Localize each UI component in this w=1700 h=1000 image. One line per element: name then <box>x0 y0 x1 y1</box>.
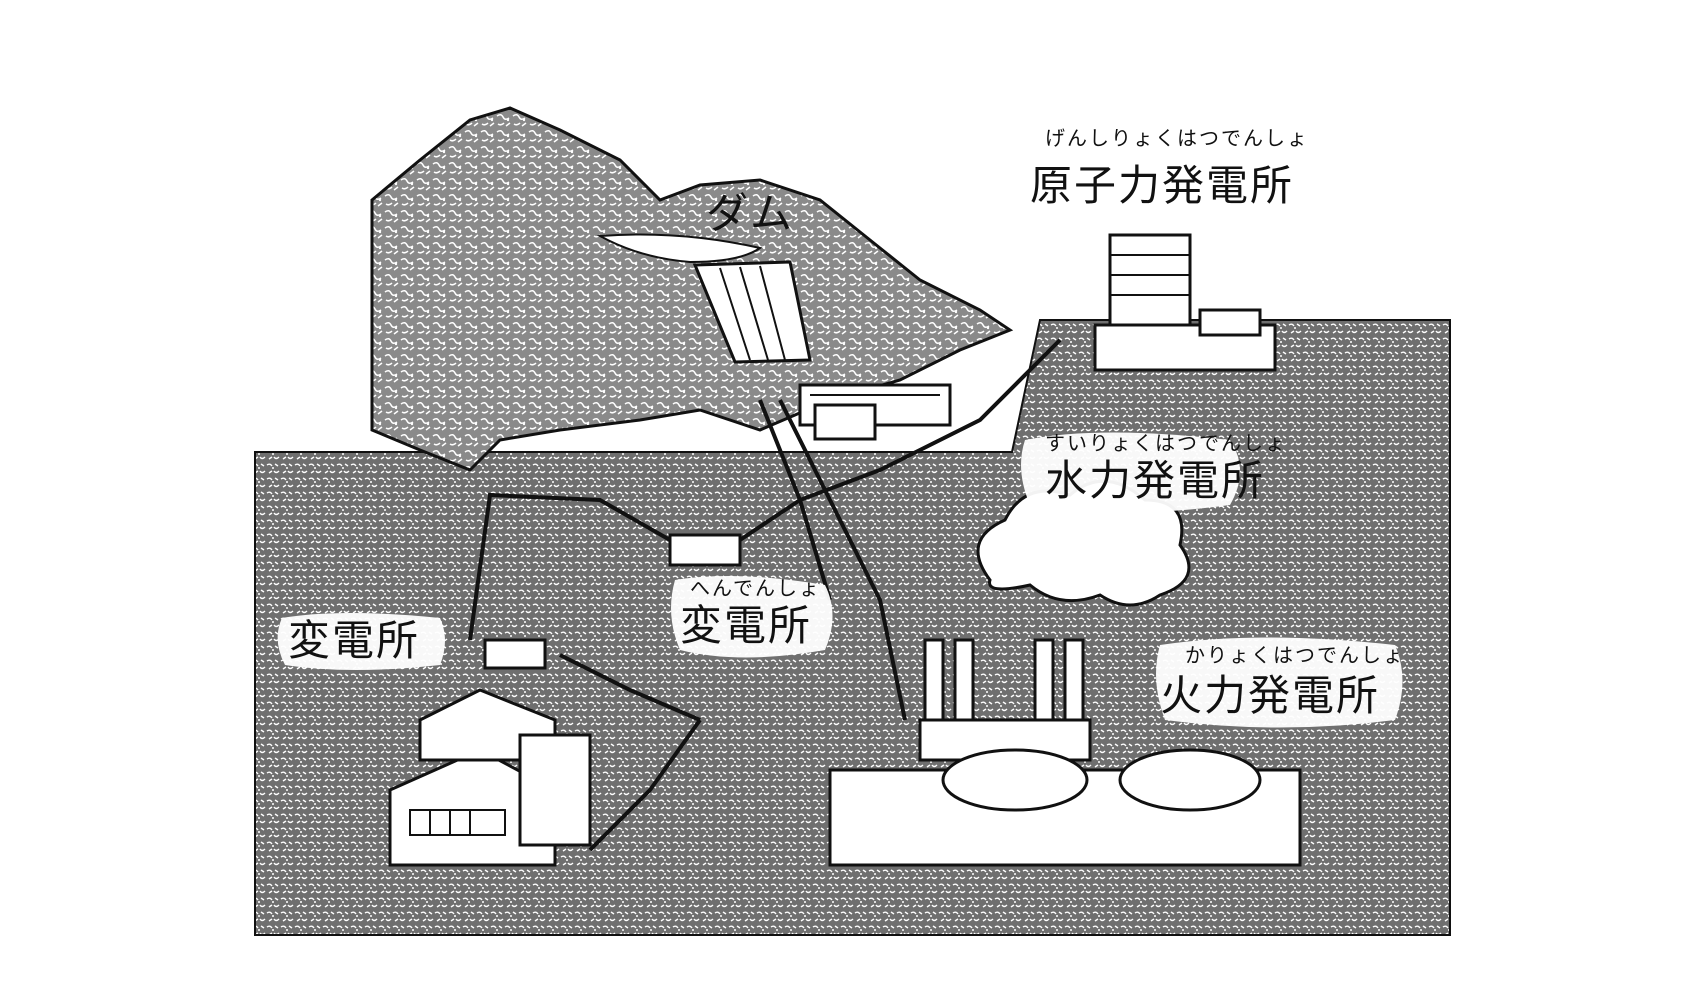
house <box>388 688 592 867</box>
storage-tank <box>1118 748 1262 812</box>
central-substation-building <box>668 533 742 567</box>
left-substation-building <box>483 638 547 670</box>
thermal-label-bubble <box>1156 637 1403 728</box>
dam-label: ダム <box>706 189 794 238</box>
thermal-ruby-label: かりょくはつでんしょ <box>1185 643 1405 667</box>
dam-structure <box>692 260 812 364</box>
transmission-lines <box>468 338 1062 852</box>
center-substation-ruby-label: へんでんしょ <box>690 576 821 600</box>
hydro-label-bubble <box>1021 432 1240 513</box>
left-substation-label: 変電所 <box>288 616 420 665</box>
center-substation-label-bubble <box>671 576 833 658</box>
left-substation-label-bubble <box>277 613 445 670</box>
thermal-label: 火力発電所 <box>1160 671 1380 720</box>
center-substation-label: 変電所 <box>680 601 812 650</box>
nuclear-label: 原子力発電所 <box>1030 161 1294 210</box>
hydro-ruby-label: すいりょくはつでんしょ <box>1045 431 1287 455</box>
hydro-label: 水力発電所 <box>1045 456 1265 505</box>
nuclear-ruby-label: げんしりょくはつでんしょ <box>1045 126 1309 150</box>
nuclear-plant-building <box>1093 233 1277 372</box>
mountain-range <box>370 106 1014 472</box>
storage-tank <box>941 748 1089 812</box>
reservoir <box>596 233 763 264</box>
hydro-plant-building <box>798 383 952 441</box>
